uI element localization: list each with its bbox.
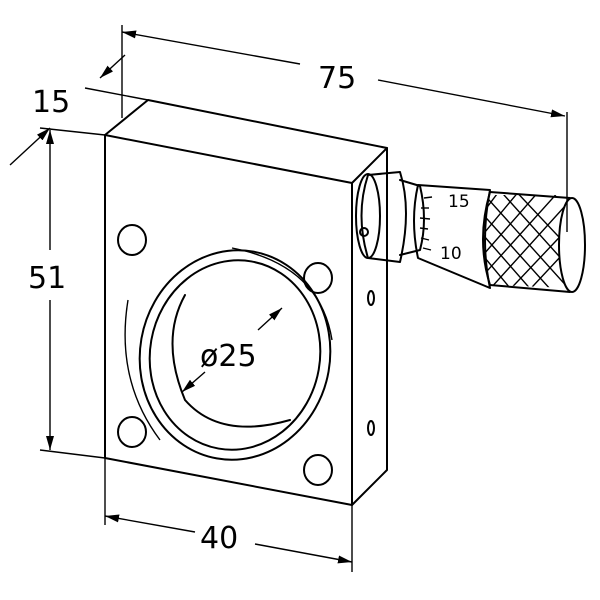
dim-40-label: 40 — [200, 521, 238, 556]
scale-label-10: 10 — [440, 244, 462, 264]
bore-outer — [138, 249, 332, 461]
dimension-15: 15 — [9, 54, 149, 166]
dim-75-label: 75 — [318, 61, 356, 96]
right-face — [351, 147, 388, 506]
block-body — [104, 99, 388, 506]
top-face — [104, 99, 388, 184]
knob-end — [558, 197, 586, 293]
mount-hole — [303, 454, 333, 486]
dim-51-label: 51 — [28, 261, 66, 296]
dimension-51: 51 — [28, 127, 106, 459]
dimension-bore: ø25 — [181, 307, 283, 393]
thimble — [413, 184, 491, 289]
side-hole — [367, 290, 375, 306]
dimension-40: 40 — [104, 458, 353, 572]
scale-label-15: 15 — [448, 192, 470, 212]
bore-inner — [148, 259, 322, 451]
bore-arc — [124, 299, 161, 441]
dimension-75: 75 — [121, 25, 568, 232]
bore-arc — [231, 247, 333, 341]
side-hole — [367, 420, 375, 436]
dim-bore-label: ø25 — [200, 339, 257, 374]
micrometer: 15 10 — [355, 171, 586, 293]
mount-hole — [117, 224, 147, 256]
bore-depth-edge — [171, 294, 291, 428]
micrometer-barrel — [360, 171, 407, 263]
dim-15-label: 15 — [32, 85, 70, 120]
mount-hole — [303, 262, 333, 294]
mount-hole — [117, 416, 147, 448]
